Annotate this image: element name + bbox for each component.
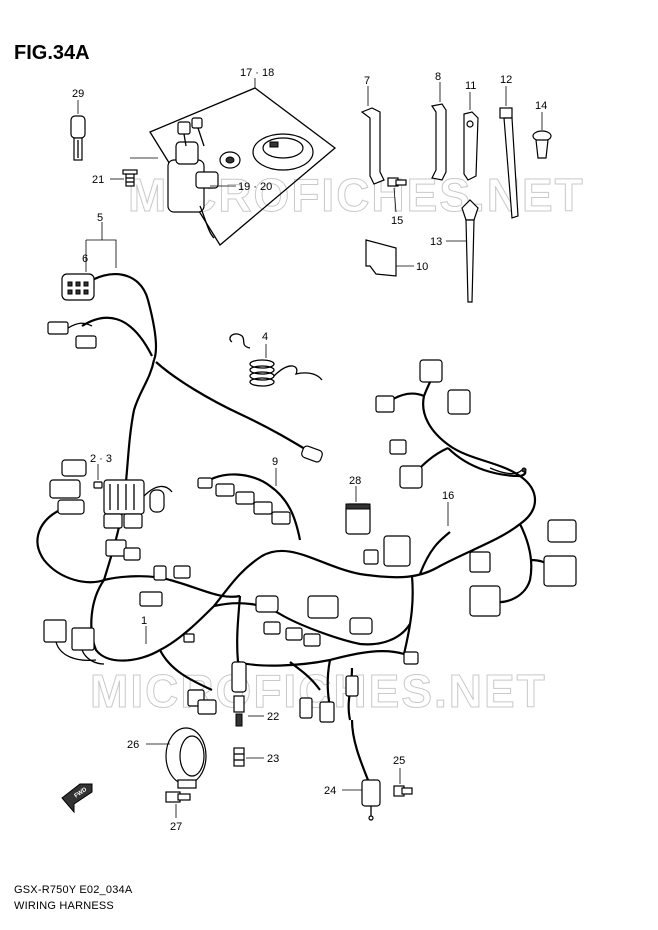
connector-mid-d: [255, 595, 279, 613]
connector-mid-e: [307, 595, 339, 619]
footer-model-code: GSX-R750Y E02_034A: [14, 884, 133, 896]
callout-10: 10: [416, 261, 428, 273]
connector-right-e: [399, 465, 423, 489]
connector-6: [61, 273, 95, 301]
connector-mid-f: [263, 621, 281, 635]
connector-low-f: [197, 699, 217, 715]
callout-21: 21: [92, 174, 104, 186]
callout-29: 29: [72, 88, 84, 100]
callout-14: 14: [535, 100, 547, 112]
relay-28: [345, 486, 371, 535]
connector-mid-j: [183, 633, 195, 643]
connector-right-b: [447, 389, 471, 415]
sensor-22: [231, 661, 264, 727]
callout-24: 24: [324, 785, 336, 797]
connector-mid-h: [303, 633, 321, 647]
connector-low-c: [345, 675, 359, 697]
connector-mid-c: [139, 591, 163, 607]
callout-19-20: 19 · 20: [238, 181, 272, 193]
switch-24: [342, 719, 381, 821]
connector-right-c: [375, 395, 395, 413]
callout-25: 25: [393, 755, 405, 767]
connector-mid-i: [349, 617, 373, 635]
callout-2-3: 2 · 3: [90, 453, 112, 465]
callout-17-18: 17 · 18: [240, 67, 274, 79]
bracket-7: [360, 86, 385, 185]
callout-8: 8: [435, 71, 441, 83]
gasket-23: [233, 747, 264, 767]
spring-4: [229, 333, 323, 387]
ignition-switch-set: [149, 87, 337, 246]
connector-right-f: [383, 535, 411, 567]
connector-right-g: [363, 549, 379, 565]
connector-right-h: [547, 519, 577, 543]
plug-end: [301, 445, 323, 463]
sub-harness-9: [197, 468, 302, 541]
connector-right-d: [389, 439, 407, 455]
clamp-11: [463, 92, 479, 181]
screw-21: [110, 169, 138, 187]
watermark-bottom: MICROFICHES.NET: [90, 665, 547, 718]
connector-right-a: [419, 359, 443, 383]
callout-23: 23: [267, 753, 279, 765]
callout-1: 1: [141, 615, 147, 627]
tie-band-13: [446, 199, 479, 303]
callout-12: 12: [500, 74, 512, 86]
connector-mid-a: [153, 565, 167, 581]
callout-6: 6: [82, 253, 88, 265]
clip-14: [532, 112, 552, 159]
callout-22: 22: [267, 711, 279, 723]
callout-27: 27: [170, 821, 182, 833]
callout-13: 13: [430, 236, 442, 248]
callout-28: 28: [349, 475, 361, 487]
bolt-27: [165, 791, 191, 818]
cushion-10: [365, 239, 414, 277]
screw-25: [393, 768, 413, 797]
connector-right-k: [469, 551, 491, 573]
connector-left-a: [47, 321, 69, 335]
connector-left-d: [71, 627, 95, 651]
connector-right-j: [469, 585, 501, 617]
callout-15: 15: [391, 215, 403, 227]
connector-mid-g: [285, 627, 303, 641]
callout-4: 4: [262, 331, 268, 343]
horn-26: [146, 727, 207, 789]
bracket-8: [431, 82, 447, 181]
callout-9: 9: [272, 456, 278, 468]
figure-title: FIG.34A: [14, 42, 90, 64]
fwd-arrow-icon: FWD: [61, 783, 93, 814]
connector-left-c: [43, 619, 67, 643]
connector-cluster-left: [49, 459, 173, 561]
connector-right-i: [543, 555, 577, 587]
connector-low-b: [319, 701, 335, 723]
bolt-15: [387, 177, 407, 213]
connector-low-a: [299, 697, 313, 719]
footer-section-name: WIRING HARNESS: [14, 900, 114, 912]
key-29: [70, 100, 86, 161]
connector-mid-b: [173, 565, 191, 579]
connector-low-d: [403, 651, 419, 665]
connector-left-b: [75, 335, 97, 349]
callout-16: 16: [442, 490, 454, 502]
tie-band-12: [499, 86, 519, 219]
callout-11: 11: [465, 80, 476, 92]
callout-26: 26: [127, 739, 139, 751]
callout-5: 5: [97, 212, 103, 224]
callout-7: 7: [364, 75, 370, 87]
